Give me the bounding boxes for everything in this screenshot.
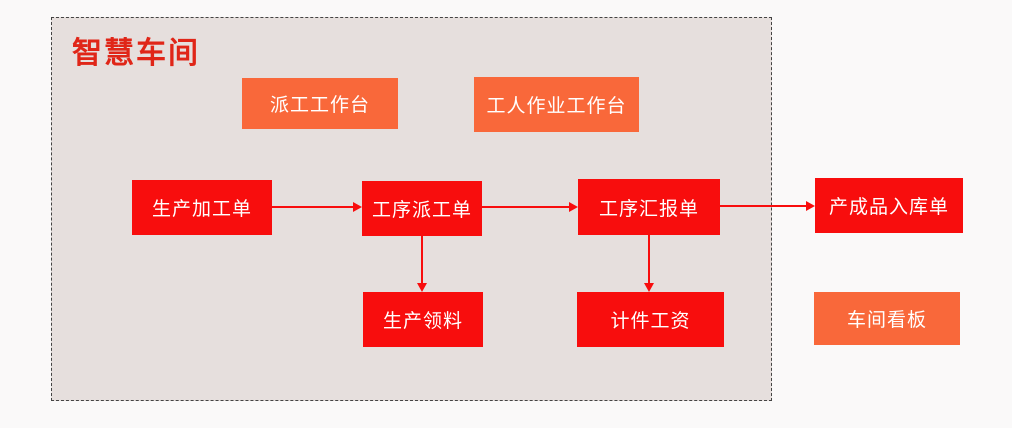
node-workshop-kanban: 车间看板 (814, 292, 960, 345)
node-finished-goods-inbound-order: 产成品入库单 (815, 178, 963, 233)
workbench-worker-operation: 工人作业工作台 (474, 77, 639, 132)
node-process-dispatch-order: 工序派工单 (362, 181, 482, 236)
arrow-dispatch-to-report (482, 201, 578, 212)
node-process-report-order: 工序汇报单 (578, 179, 720, 235)
arrow-processing-to-dispatch (272, 201, 362, 212)
node-piecework-wage: 计件工资 (577, 292, 724, 347)
arrow-report-to-inbound (720, 200, 815, 211)
diagram-title: 智慧车间 (72, 37, 200, 70)
workbench-dispatch: 派工工作台 (242, 78, 398, 129)
node-production-processing-order: 生产加工单 (132, 180, 272, 235)
node-production-material-requisition: 生产领料 (363, 292, 483, 347)
arrow-report-to-piecework (643, 235, 654, 292)
arrow-dispatch-to-material (416, 236, 427, 292)
